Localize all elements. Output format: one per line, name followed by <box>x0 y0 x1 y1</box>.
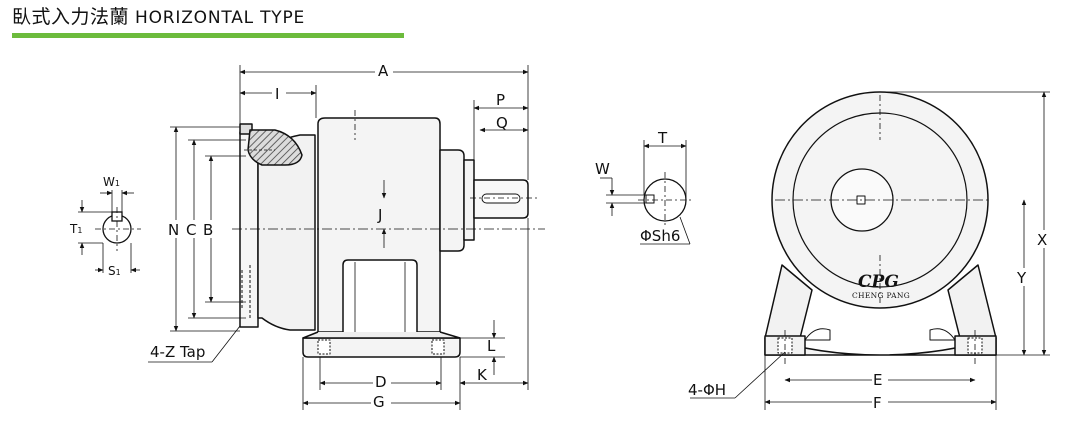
output-cap <box>439 149 465 252</box>
title-underline <box>12 33 404 38</box>
label-4h: 4-ΦH <box>688 381 726 399</box>
label-q: Q <box>496 114 508 132</box>
label-c: C <box>186 221 196 239</box>
label-f: F <box>873 394 882 412</box>
label-j: J <box>377 206 382 224</box>
label-w: W <box>595 160 610 178</box>
label-d: D <box>375 373 387 391</box>
label-e: E <box>873 371 882 389</box>
front-view <box>764 91 997 356</box>
title-chinese: 臥式入力法蘭 <box>12 6 130 28</box>
label-t1: T1 <box>69 222 82 236</box>
logo-brand-text: CPG <box>858 272 899 292</box>
logo-company-name: CHENG PANG <box>852 291 910 300</box>
front-view-labels: X Y E F 4-ΦH <box>688 230 1052 412</box>
label-l: L <box>487 337 496 355</box>
label-b: B <box>203 221 213 239</box>
base-foot <box>302 337 461 358</box>
label-p: P <box>496 91 505 109</box>
label-g: G <box>373 393 385 411</box>
title-english: HORIZONTAL TYPE <box>135 8 306 28</box>
label-s1: S1 <box>108 264 121 278</box>
keyway-detail <box>78 190 141 273</box>
label-n: N <box>168 221 179 239</box>
side-view-labels: A I P Q J N C B L K D G 4-Z Tap <box>150 61 508 411</box>
shaft-end-detail <box>600 140 692 245</box>
section-hatch <box>247 129 303 166</box>
side-view <box>239 117 529 358</box>
label-x: X <box>1037 231 1047 249</box>
label-y: Y <box>1016 269 1027 287</box>
label-a: A <box>378 62 389 80</box>
label-t: T <box>657 129 668 147</box>
label-z-tap: 4-Z Tap <box>150 343 205 361</box>
label-w1: W1 <box>103 175 120 189</box>
housing-window <box>342 259 418 335</box>
label-i: I <box>275 85 279 103</box>
cpg-logo: CPG CHENG PANG <box>852 272 910 300</box>
label-sh6: ΦSh6 <box>640 227 680 245</box>
label-k: K <box>477 366 488 384</box>
